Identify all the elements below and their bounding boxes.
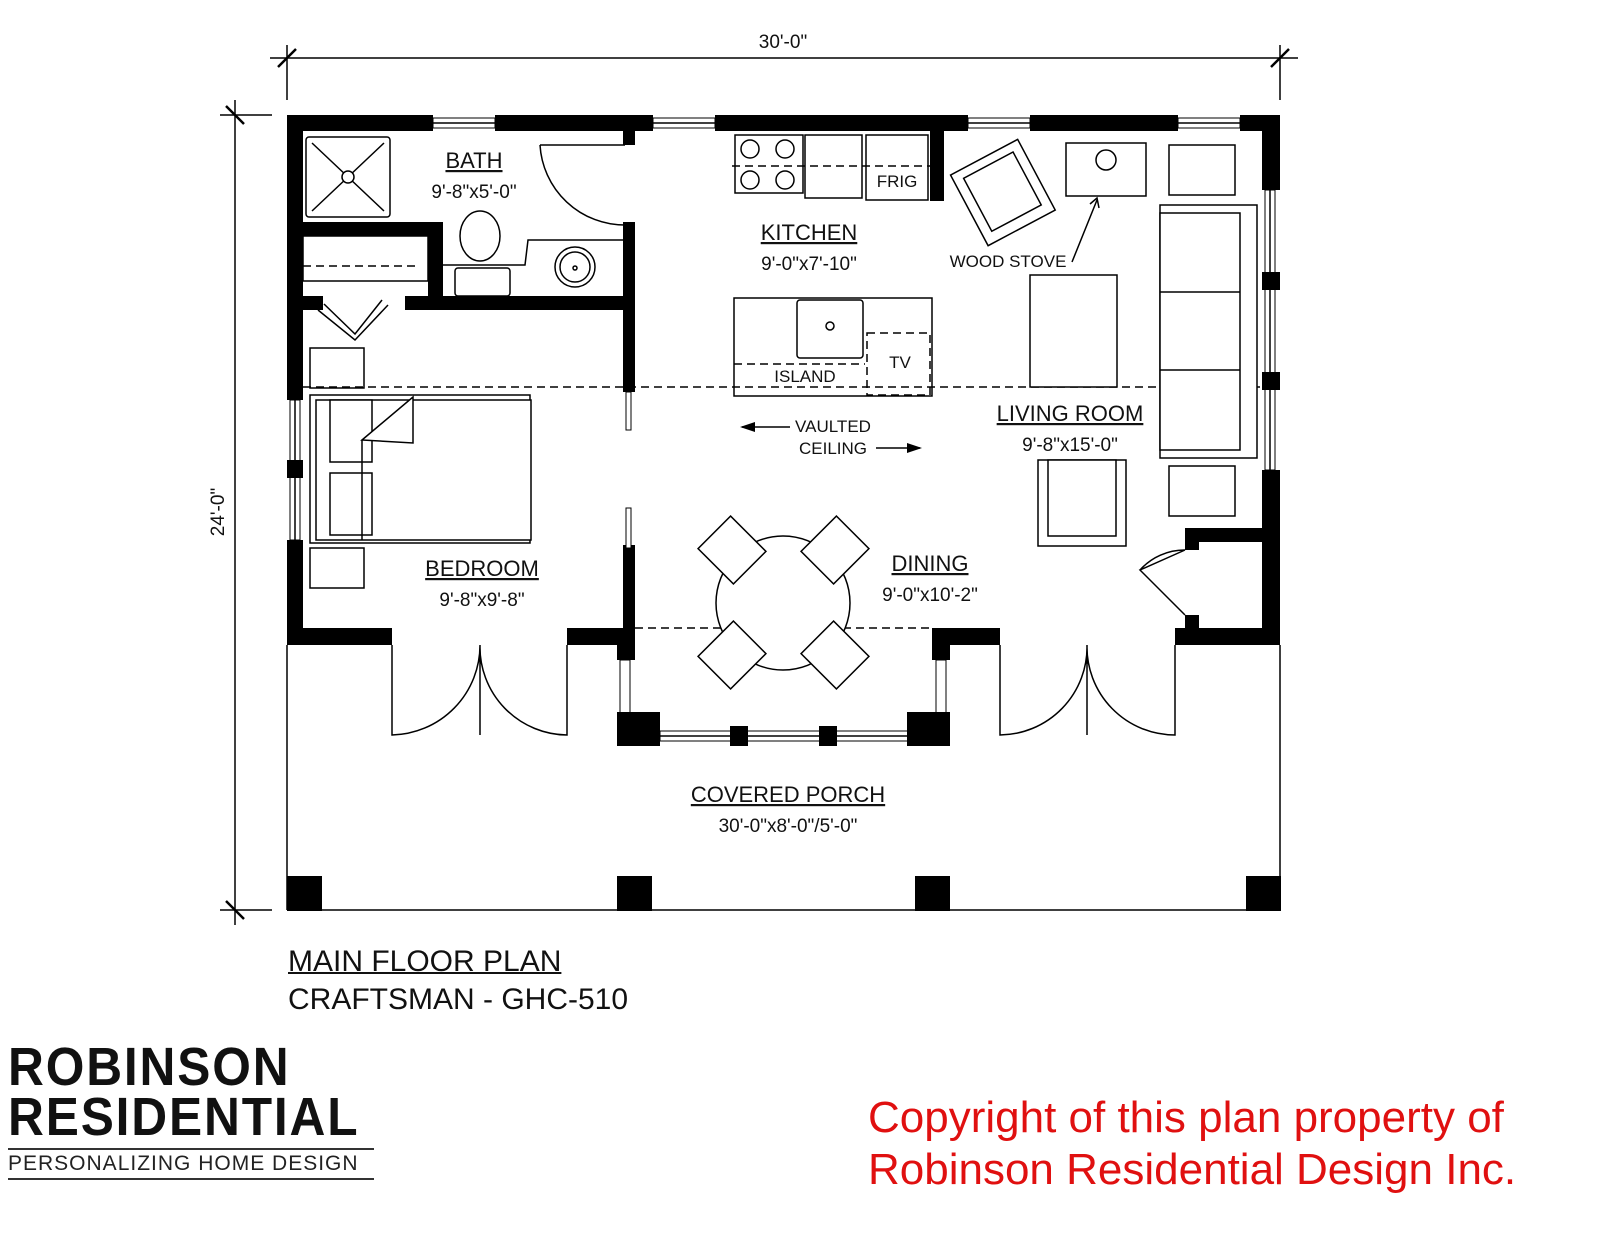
living-room-size: 9'-8"x15'-0" <box>1022 435 1118 456</box>
bed <box>309 394 532 544</box>
walls <box>287 115 1280 746</box>
plan-title: MAIN FLOOR PLAN <box>288 945 562 978</box>
bath-fixtures <box>302 136 623 589</box>
porch-post <box>617 876 652 911</box>
island-label: ISLAND <box>774 367 835 386</box>
porch-size: 30'-0"x8'-0"/5'-0" <box>719 816 858 837</box>
fridge <box>865 134 929 201</box>
toilet <box>459 210 501 262</box>
coffee-table <box>1029 274 1118 388</box>
svg-text:CEILING: CEILING <box>799 439 867 458</box>
nightstand <box>309 547 365 589</box>
bath-size: 9'-8"x5'-0" <box>431 182 516 203</box>
depth-dimension-label: 24'-0" <box>208 488 229 536</box>
tv-label: TV <box>889 353 911 372</box>
dining-label: DINING <box>892 551 969 576</box>
kitchen-fixtures: FRIG ISLAND TV <box>732 134 933 397</box>
width-dimension-label: 30'-0" <box>759 32 807 53</box>
porch-post <box>1246 876 1281 911</box>
nightstand <box>309 347 365 389</box>
doors[interactable] <box>317 144 1186 736</box>
copyright-notice: Copyright of this plan property of Robin… <box>868 1093 1517 1194</box>
porch-post <box>915 876 950 911</box>
porch-post <box>287 876 322 911</box>
living-fixtures: WOOD STOVE <box>949 138 1258 547</box>
bedroom-size: 9'-8"x9'-8" <box>439 590 524 611</box>
company-logo: ROBINSON RESIDENTIAL PERSONALIZING HOME … <box>8 1040 392 1204</box>
vaulted-ceiling-note: VAULTED CEILING <box>740 417 922 458</box>
dimension-depth: 24'-0" <box>208 100 272 925</box>
plan-subtitle: CRAFTSMAN - GHC-510 <box>288 983 629 1016</box>
frig-label: FRIG <box>877 172 918 191</box>
room-labels: BATH 9'-8"x5'-0" KITCHEN 9'-0"x7'-10" LI… <box>425 148 1143 837</box>
logo-tagline: PERSONALIZING HOME DESIGN <box>8 1148 374 1180</box>
bedroom-label: BEDROOM <box>425 556 539 581</box>
porch-label: COVERED PORCH <box>691 782 885 807</box>
covered-porch-outline <box>286 645 1281 911</box>
kitchen-label: KITCHEN <box>761 220 858 245</box>
kitchen-size: 9'-0"x7'-10" <box>761 254 857 275</box>
dining-size: 9'-0"x10'-2" <box>882 585 978 606</box>
plan-title-block: MAIN FLOOR PLAN CRAFTSMAN - GHC-510 <box>288 945 628 1017</box>
bath-label: BATH <box>445 148 502 173</box>
dimension-width: 30'-0" <box>270 32 1298 100</box>
svg-text:VAULTED: VAULTED <box>795 417 871 436</box>
living-room-label: LIVING ROOM <box>997 401 1144 426</box>
wood-stove-label: WOOD STOVE <box>950 252 1067 271</box>
dining-table <box>696 514 871 691</box>
